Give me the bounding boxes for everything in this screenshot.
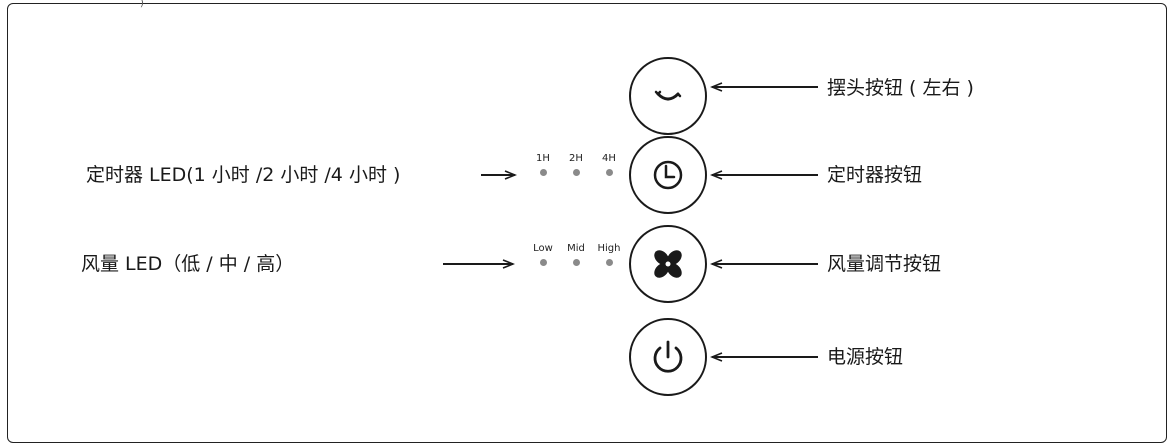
fan-led-arrow (443, 259, 515, 269)
timer-button-label: 定时器按钮 (827, 164, 923, 186)
power-button[interactable] (629, 318, 707, 396)
fan-button-label: 风量调节按钮 (827, 253, 942, 275)
timer-arrow (710, 170, 818, 180)
led-dot (539, 169, 547, 176)
timer-led-2h-label: 2H (569, 153, 583, 164)
led-dot (539, 259, 547, 266)
led-dot (572, 169, 580, 176)
led-dot (572, 259, 580, 266)
led-dot (605, 169, 613, 176)
timer-led-4h-label: 4H (602, 153, 616, 164)
control-panel-outline (7, 3, 1167, 443)
fan-arrow (710, 259, 818, 269)
power-icon (653, 340, 683, 373)
fan-led-label: 风量 LED（低 / 中 / 高） (81, 253, 295, 275)
timer-led-4h: 4H (589, 153, 629, 176)
power-arrow (710, 352, 818, 362)
corner-mark: ) (140, 0, 144, 9)
swing-button-label: 摆头按钮 ( 左右 ) (827, 77, 974, 99)
timer-led-label: 定时器 LED(1 小时 /2 小时 /4 小时 ) (86, 164, 401, 186)
timer-button[interactable] (629, 136, 707, 214)
led-dot (605, 259, 613, 266)
fan-led-high-label: High (597, 243, 621, 254)
timer-led-group: 1H 2H 4H (523, 153, 623, 183)
fan-led-group: Low Mid High (523, 243, 623, 273)
swing-icon (654, 90, 682, 101)
fan-led-low-label: Low (533, 243, 553, 254)
swing-button[interactable] (629, 57, 707, 135)
timer-led-2h: 2H (556, 153, 596, 176)
timer-led-arrow (481, 170, 517, 180)
fan-button[interactable] (629, 225, 707, 303)
power-button-label: 电源按钮 (827, 346, 904, 368)
fan-led-mid: Mid (556, 243, 596, 266)
fan-icon (654, 250, 682, 278)
fan-led-high: High (589, 243, 629, 266)
timer-led-1h-label: 1H (536, 153, 550, 164)
swing-arrow (710, 82, 818, 92)
timer-led-1h: 1H (523, 153, 563, 176)
clock-icon (653, 160, 683, 190)
fan-led-mid-label: Mid (567, 243, 585, 254)
fan-led-low: Low (523, 243, 563, 266)
